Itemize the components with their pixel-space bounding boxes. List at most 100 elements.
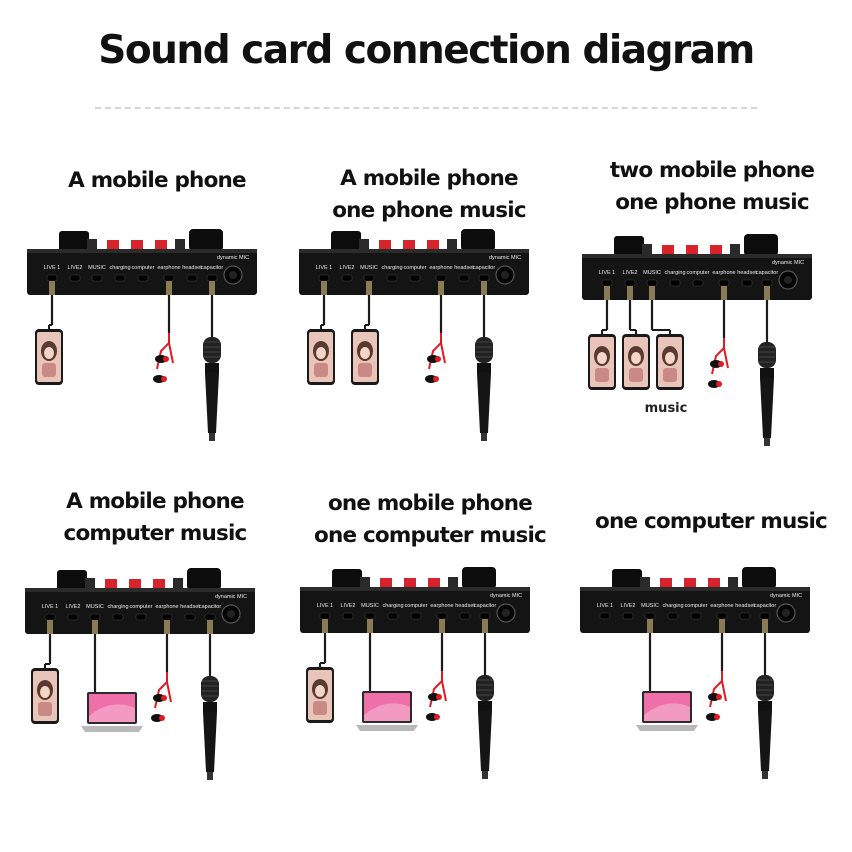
- port-label-computer: computer: [130, 604, 153, 610]
- mic-tail: [207, 772, 213, 780]
- device-body: [300, 587, 530, 633]
- port-label-live1: LIVE 1: [316, 265, 333, 271]
- cable: [438, 281, 444, 333]
- port-music: [91, 274, 103, 282]
- laptop-base: [356, 725, 418, 731]
- laptop-wave: [644, 703, 690, 721]
- earphone-cord: [440, 342, 446, 364]
- port-headset: [459, 612, 471, 620]
- earphone-cord: [441, 680, 447, 702]
- cable-plug: [166, 281, 172, 295]
- port-label-computer: computer: [687, 270, 710, 276]
- cable: [481, 281, 487, 337]
- port-earphone: [718, 279, 730, 287]
- red-button: [380, 578, 392, 588]
- cable-plug: [92, 620, 98, 634]
- port-music: [644, 612, 656, 620]
- cable-plug: [721, 286, 727, 300]
- earphone-icon: [425, 333, 446, 383]
- knob-cap: [730, 244, 740, 256]
- cable: [209, 281, 215, 337]
- left-knob: [57, 570, 87, 590]
- port-label-music: MUSIC: [641, 603, 659, 609]
- port-label-headset: headset: [454, 265, 474, 271]
- mic-body: [478, 711, 492, 771]
- mic-neck: [477, 363, 491, 373]
- earphone-icon: [153, 333, 174, 383]
- port-computer: [692, 279, 704, 287]
- phone-figure-body: [314, 363, 328, 377]
- cable: [439, 619, 445, 671]
- device-edge: [299, 249, 529, 253]
- port-label-live1: LIVE 1: [599, 270, 616, 276]
- port-label-computer: computer: [132, 265, 155, 271]
- caption-line-2: one phone music: [332, 198, 526, 223]
- laptop-wave: [364, 703, 410, 721]
- cable: [166, 281, 172, 333]
- mic-jack-center: [502, 609, 510, 617]
- port-label-headset: headset: [455, 603, 475, 609]
- red-button: [155, 240, 167, 250]
- red-button: [710, 245, 722, 255]
- port-label-earphone: earphone: [429, 265, 452, 271]
- mic-head: [201, 676, 219, 702]
- port-live2: [67, 613, 79, 621]
- port-capacitor: [761, 279, 773, 287]
- earphone-cord: [711, 338, 725, 375]
- red-button: [427, 240, 439, 250]
- phone-figure-face: [597, 352, 607, 364]
- red-button: [686, 245, 698, 255]
- cable-plug: [321, 281, 327, 295]
- mic-neck: [478, 701, 492, 711]
- cable: [604, 286, 610, 330]
- port-earphone: [435, 274, 447, 282]
- caption-line-2: computer music: [63, 521, 248, 546]
- cable-plug: [482, 619, 488, 633]
- port-label-live2: LIVE2: [340, 265, 355, 271]
- port-label-music: MUSIC: [88, 265, 106, 271]
- knob-cap: [640, 577, 650, 589]
- port-label-mic: dynamic MIC: [215, 594, 247, 600]
- port-live1: [601, 279, 613, 287]
- red-button: [684, 578, 696, 588]
- phone-figure-body: [358, 363, 372, 377]
- mic-head: [476, 675, 494, 701]
- mic-body: [760, 378, 774, 438]
- red-button: [662, 245, 674, 255]
- caption-line-1: one mobile phone: [327, 491, 533, 516]
- port-label-music: MUSIC: [86, 604, 104, 610]
- phone-figure-face: [360, 347, 370, 359]
- phone-icon: [588, 334, 616, 390]
- cable: [721, 286, 727, 338]
- port-music: [364, 612, 376, 620]
- port-label-headset: headset: [737, 270, 757, 276]
- phone-figure-body: [38, 702, 52, 716]
- earphone-icon: [151, 672, 172, 722]
- phone-figure-face: [631, 352, 641, 364]
- port-label-charging: charging: [662, 603, 683, 609]
- mic-head: [758, 342, 776, 368]
- cable-plug: [719, 619, 725, 633]
- left-knob: [614, 236, 644, 256]
- port-label-earphone: earphone: [430, 603, 453, 609]
- cable-plug: [322, 619, 328, 633]
- knob-cap: [85, 578, 95, 590]
- port-label-headset: headset: [182, 265, 202, 271]
- port-label-capacitor: capacitor: [756, 270, 778, 276]
- cable: [322, 619, 328, 663]
- panel-mobile-and-computer-music: one mobile phone one computer music LIVE…: [300, 488, 560, 788]
- earphone-icon: [708, 338, 729, 388]
- earbud-tip: [436, 694, 442, 700]
- port-label-mic: dynamic MIC: [489, 255, 521, 261]
- mic-jack-center: [784, 276, 792, 284]
- device-edge: [582, 254, 812, 258]
- phone-icon: [35, 329, 63, 385]
- device-edge: [580, 587, 810, 591]
- earphone-cord: [166, 681, 172, 703]
